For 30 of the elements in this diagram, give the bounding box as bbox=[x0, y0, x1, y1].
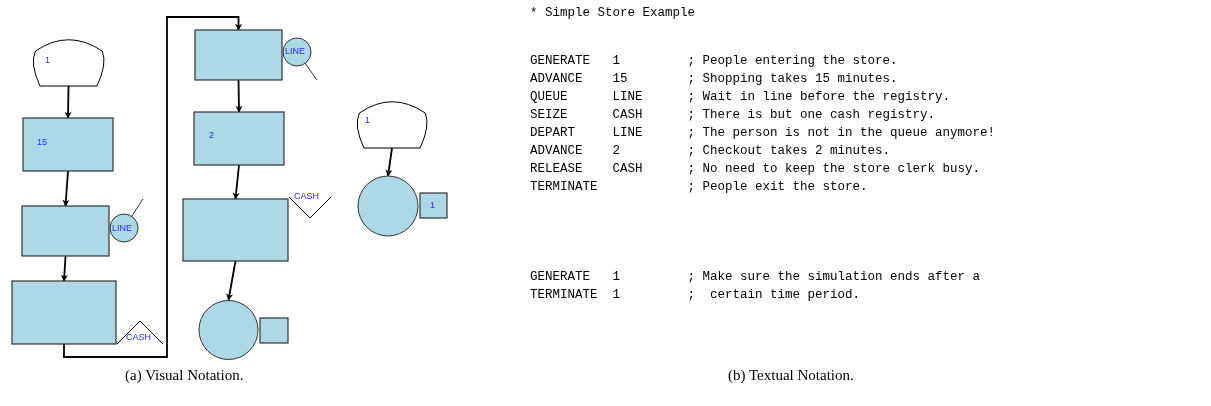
arrow bbox=[235, 79, 243, 113]
code-line: SEIZE CASH ; There is but one cash registry. bbox=[530, 108, 936, 123]
code-line: GENERATE 1 ; People entering the store. bbox=[530, 54, 898, 69]
arrow bbox=[232, 164, 240, 200]
arrow bbox=[63, 16, 242, 358]
node-label: 1 bbox=[365, 116, 370, 125]
node-label: LINE bbox=[285, 47, 305, 56]
code-line: * Simple Store Example bbox=[530, 6, 696, 21]
arrow bbox=[226, 260, 237, 301]
code-line: GENERATE 1 ; Make sure the simulation ends after a bbox=[530, 270, 981, 285]
node-label: 2 bbox=[209, 131, 214, 140]
node-label: LINE bbox=[112, 224, 132, 233]
arrow bbox=[62, 170, 70, 207]
code-line: TERMINATE 1 ; certain time period. bbox=[530, 288, 861, 303]
code-line: DEPART LINE ; The person is not in the queue anymore! bbox=[530, 126, 996, 141]
figure-caption: (b) Textual Notation. bbox=[728, 367, 854, 384]
node-label: CASH bbox=[294, 192, 319, 201]
figure-caption: (a) Visual Notation. bbox=[125, 367, 244, 384]
arrow bbox=[64, 85, 72, 119]
code-line: ADVANCE 2 ; Checkout takes 2 minutes. bbox=[530, 144, 891, 159]
code-line: QUEUE LINE ; Wait in line before the registry. bbox=[530, 90, 951, 105]
arrow bbox=[385, 147, 393, 177]
code-line: TERMINATE ; People exit the store. bbox=[530, 180, 868, 195]
node-label: 1 bbox=[430, 201, 435, 210]
arrow bbox=[60, 255, 68, 282]
node-label: 15 bbox=[37, 138, 47, 147]
node-label: CASH bbox=[126, 333, 151, 342]
code-line: ADVANCE 15 ; Shopping takes 15 minutes. bbox=[530, 72, 898, 87]
node-label: 1 bbox=[45, 56, 50, 65]
code-line: RELEASE CASH ; No need to keep the store clerk busy. bbox=[530, 162, 981, 177]
